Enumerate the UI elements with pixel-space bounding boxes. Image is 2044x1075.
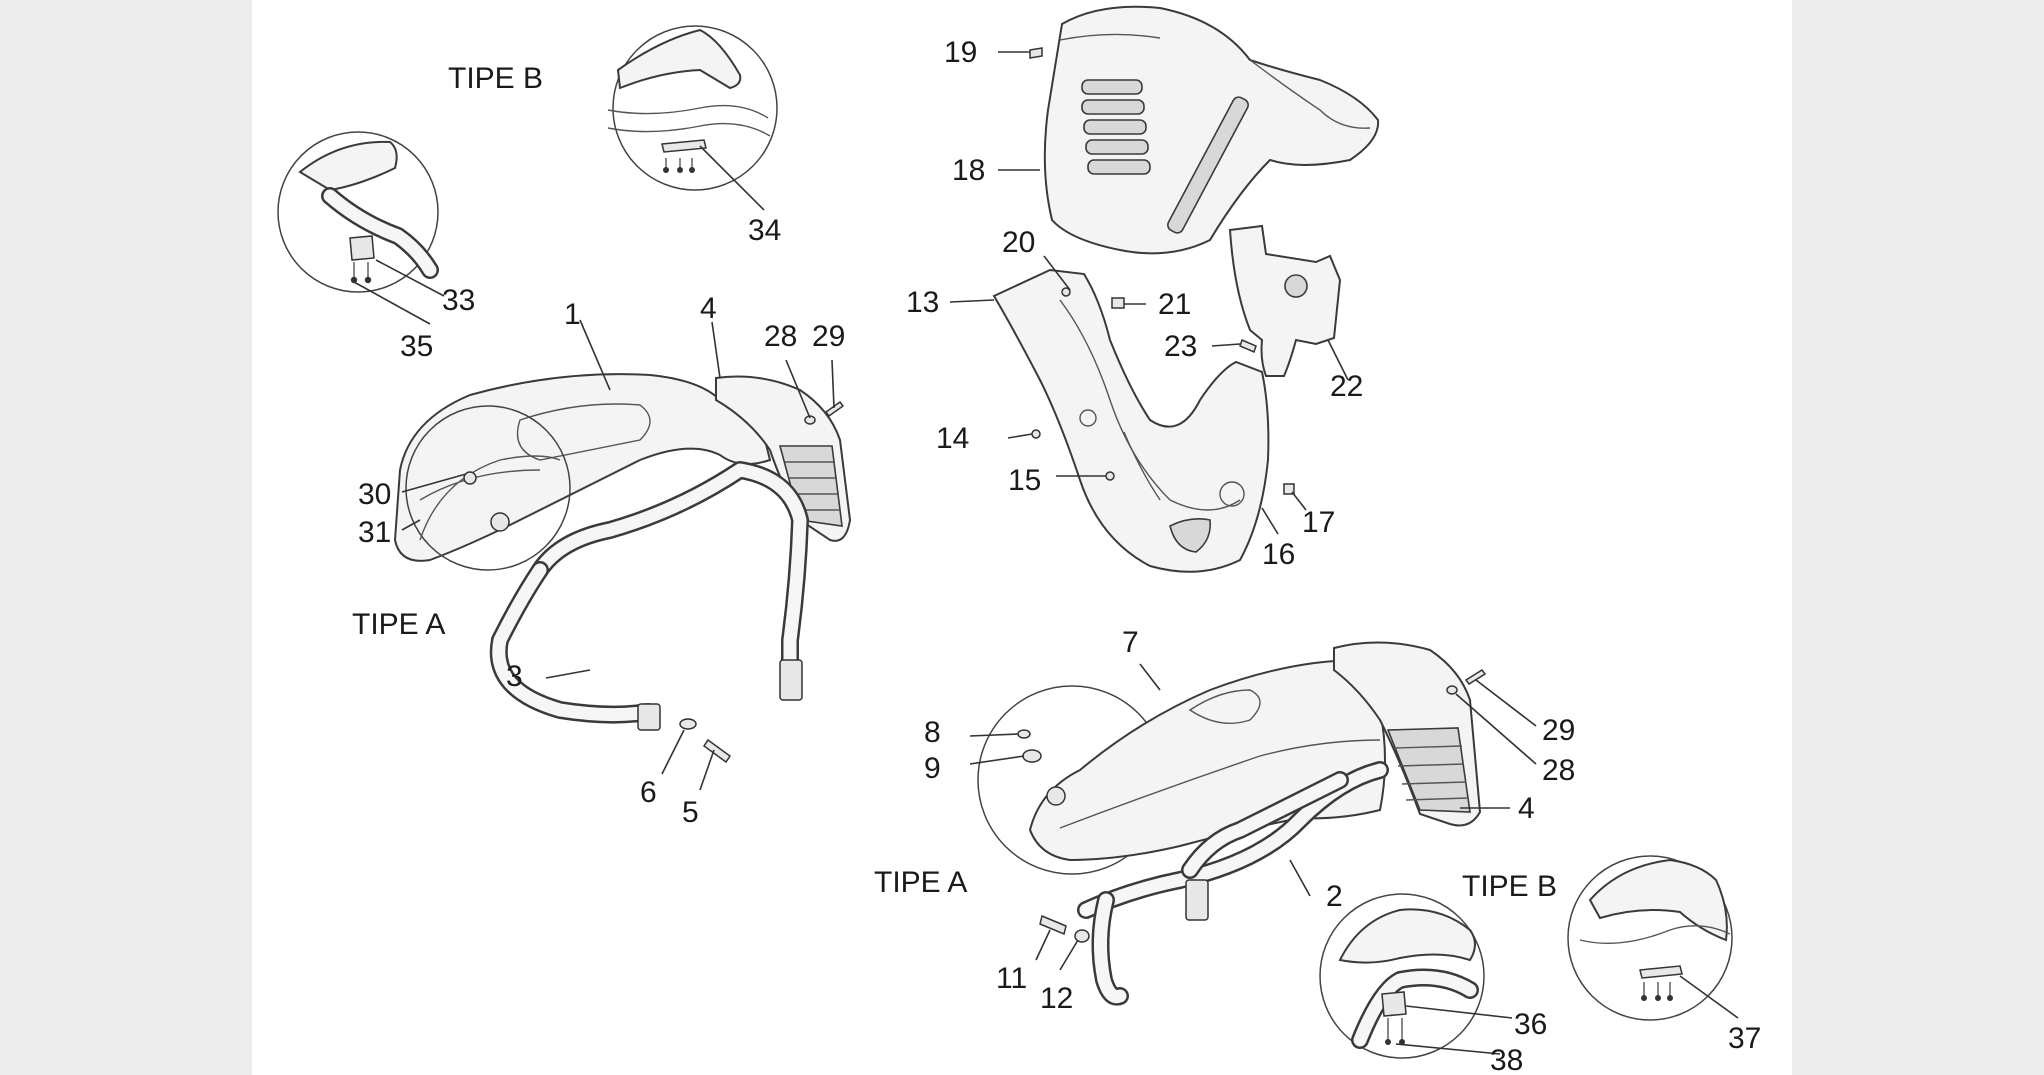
part-number: 29 <box>1542 714 1575 747</box>
part-number: 29 <box>812 320 845 353</box>
part-number-labels: 1 2 3 4 4 5 6 7 8 9 11 12 13 14 15 16 17… <box>358 36 1761 1075</box>
part-number: 35 <box>400 330 433 363</box>
part-number: 7 <box>1122 626 1139 659</box>
detail-circle-33-35 <box>277 131 439 293</box>
part-number: 15 <box>1008 464 1041 497</box>
detail-circle-37 <box>1567 855 1733 1021</box>
detail-circle-36-38 <box>1319 893 1485 1059</box>
part-number: 2 <box>1326 880 1343 913</box>
label-tipe-a-right: TIPE A <box>874 866 967 899</box>
part-number: 6 <box>640 776 657 809</box>
part-number: 34 <box>748 214 781 247</box>
part-number: 20 <box>1002 226 1035 259</box>
detail-circle-tipe-b-top <box>607 25 778 191</box>
part-number: 23 <box>1164 330 1197 363</box>
part-number: 37 <box>1728 1022 1761 1055</box>
part-number: 30 <box>358 478 391 511</box>
part-number: 4 <box>1518 792 1535 825</box>
part-number: 28 <box>764 320 797 353</box>
part-number: 1 <box>564 298 581 331</box>
part-number: 33 <box>442 284 475 317</box>
label-tipe-b-right: TIPE B <box>1462 870 1557 903</box>
part-number: 16 <box>1262 538 1295 571</box>
part-number: 5 <box>682 796 699 829</box>
part-number: 8 <box>924 716 941 749</box>
part-number: 22 <box>1330 370 1363 403</box>
drawing-sheet <box>252 0 1792 1075</box>
part-number: 36 <box>1514 1008 1547 1041</box>
part-number: 21 <box>1158 288 1191 321</box>
part-number: 19 <box>944 36 977 69</box>
right-assembly <box>977 641 1487 1006</box>
part-number: 38 <box>1490 1044 1523 1075</box>
part-number: 4 <box>700 292 717 325</box>
part-number: 28 <box>1542 754 1575 787</box>
part-number: 11 <box>996 962 1027 995</box>
part-number: 9 <box>924 752 941 785</box>
part-number: 13 <box>906 286 939 319</box>
label-tipe-b-top: TIPE B <box>448 62 543 95</box>
center-assembly <box>992 224 1342 573</box>
part-number: 12 <box>1040 982 1073 1015</box>
variant-labels: TIPE B TIPE A TIPE A TIPE B <box>352 62 1557 903</box>
upper-center-assembly <box>1029 5 1380 255</box>
part-number: 3 <box>506 660 523 693</box>
left-assembly <box>393 373 852 764</box>
part-number: 31 <box>358 516 391 549</box>
label-tipe-a-left: TIPE A <box>352 608 445 641</box>
part-number: 18 <box>952 154 985 187</box>
leader-lines <box>353 51 1739 1055</box>
part-number: 14 <box>936 422 969 455</box>
part-number: 17 <box>1302 506 1335 539</box>
